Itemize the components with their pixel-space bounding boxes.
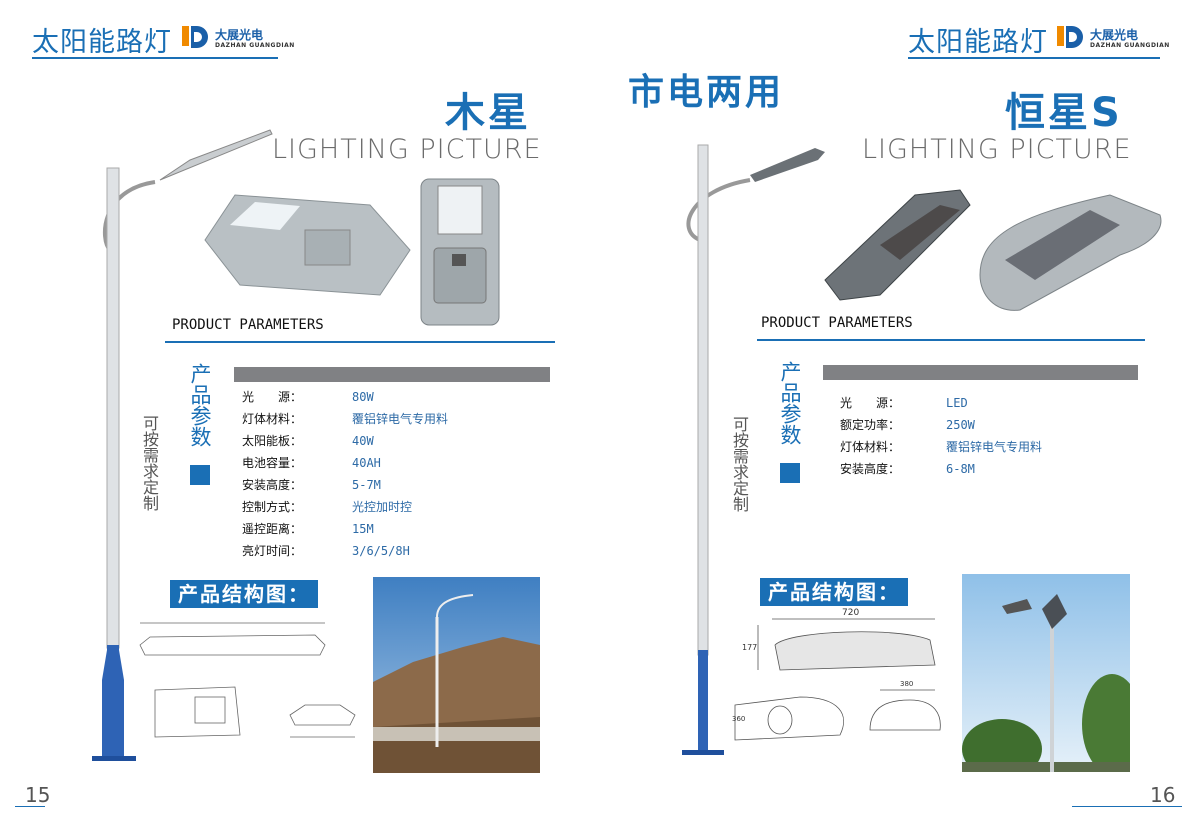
param-label: 遥控距离： [242, 522, 303, 536]
divider [165, 341, 555, 343]
left-product-parameters-heading: PRODUCT PARAMETERS [172, 317, 324, 333]
brand-name-en-right: DAZHAN GUANGDIAN [1090, 42, 1170, 49]
param-label: 控制方式： [242, 500, 303, 514]
param-label: 光 源： [840, 396, 901, 410]
dim-length: 720 [842, 608, 860, 618]
param-label: 太阳能板： [242, 434, 303, 448]
param-row: 安装高度： 5-7M [242, 474, 542, 496]
right-product-parameters-heading: PRODUCT PARAMETERS [761, 315, 913, 331]
param-value: 80W [352, 390, 374, 404]
structure-diagram-banner: 产品结构图： [760, 578, 908, 606]
street-pole-right [682, 144, 825, 755]
param-value: 5-7M [352, 478, 381, 492]
dim-depth: 360 [732, 715, 746, 723]
param-row: 电池容量： 40AH [242, 452, 542, 474]
param-row: 额定功率： 250W [840, 414, 1140, 436]
square-marker [190, 465, 210, 485]
param-label: 亮灯时间： [242, 544, 303, 558]
left-lighting-picture: LIGHTING PICTURE [272, 134, 542, 165]
left-product-name: 木星 [445, 90, 531, 136]
param-value: 6-8M [946, 462, 975, 476]
custom-note: 可按需求定制 [140, 415, 159, 511]
structure-drawing-left [139, 622, 356, 738]
dimension-drawing [734, 618, 941, 741]
param-label: 安装高度： [242, 478, 303, 492]
param-label: 电池容量： [242, 456, 303, 470]
param-value: 覆铝锌电气专用料 [946, 440, 1043, 454]
param-row: 灯体材料： 覆铝锌电气专用料 [840, 436, 1140, 458]
param-value: 覆铝锌电气专用料 [352, 412, 449, 426]
page-number-line [1072, 806, 1182, 807]
lamp-bottom-view-image [420, 178, 500, 326]
right-product-name: 恒星S [1005, 90, 1123, 136]
param-label: 灯体材料： [840, 440, 901, 454]
dim-height: 177 [742, 643, 758, 652]
param-label: 额定功率： [840, 418, 901, 432]
center-title: 市电两用 [628, 72, 785, 113]
brand-name-left: 大展光电 [215, 28, 264, 42]
right-header-title: 太阳能路灯 [908, 27, 1048, 58]
brand-logo-right [1055, 24, 1087, 54]
header-underline [908, 57, 1160, 59]
lamp-top-view-image [204, 194, 411, 296]
brand-name-right: 大展光电 [1090, 28, 1139, 42]
logo-icon [1057, 26, 1083, 48]
param-value: 250W [946, 418, 975, 432]
page-number-line [15, 806, 45, 807]
custom-note: 可按需求定制 [730, 416, 749, 512]
param-row: 遥控距离： 15M [242, 518, 542, 540]
brand-name-en-left: DAZHAN GUANGDIAN [215, 42, 295, 49]
param-row: 控制方式： 光控加时控 [242, 496, 542, 518]
category-label: 产品参数 [188, 363, 212, 447]
param-label: 光 源： [242, 390, 303, 404]
square-marker [780, 463, 800, 483]
street-pole-left [92, 129, 273, 761]
logo-icon [182, 26, 208, 48]
installation-photo-left [373, 577, 540, 773]
param-value: LED [946, 396, 968, 410]
param-row: 光 源： LED [840, 392, 1140, 414]
gray-bar [823, 365, 1138, 380]
installation-photo-right [962, 574, 1130, 772]
right-lighting-picture: LIGHTING PICTURE [862, 134, 1132, 165]
page-number-right: 16 [1150, 783, 1176, 807]
param-value: 光控加时控 [352, 500, 413, 514]
param-row: 亮灯时间： 3/6/5/8H [242, 540, 542, 562]
param-label: 安装高度： [840, 462, 901, 476]
gray-bar [234, 367, 550, 382]
param-row: 灯体材料： 覆铝锌电气专用料 [242, 408, 542, 430]
lamp-product-images-right [824, 189, 1162, 311]
param-value: 3/6/5/8H [352, 544, 410, 558]
param-row: 太阳能板： 40W [242, 430, 542, 452]
page-number-left: 15 [25, 783, 51, 807]
param-value: 15M [352, 522, 374, 536]
left-header-title: 太阳能路灯 [32, 27, 172, 58]
structure-drawing-right: 720 177 380 360 [730, 605, 955, 755]
param-row: 安装高度： 6-8M [840, 458, 1140, 480]
divider [757, 339, 1145, 341]
brand-logo-left [180, 24, 212, 54]
dim-width: 380 [900, 680, 914, 688]
header-underline [32, 57, 278, 59]
param-row: 光 源： 80W [242, 386, 542, 408]
param-value: 40W [352, 434, 374, 448]
param-label: 灯体材料： [242, 412, 303, 426]
param-value: 40AH [352, 456, 381, 470]
structure-diagram-banner: 产品结构图： [170, 580, 318, 608]
category-label: 产品参数 [778, 361, 802, 445]
